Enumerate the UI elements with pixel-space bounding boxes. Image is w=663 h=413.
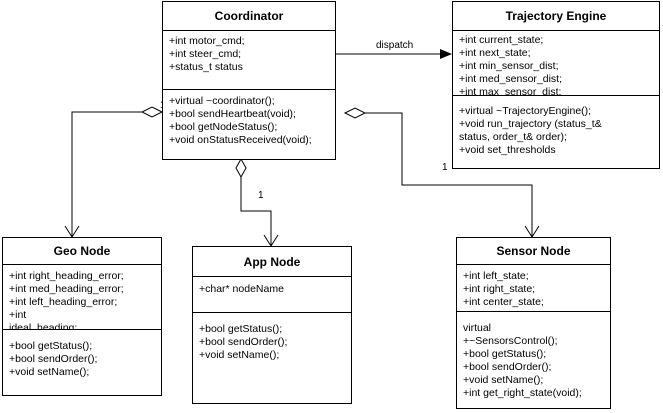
- attribute: +int motor_cmd;: [169, 35, 245, 47]
- class-title: Trajectory Engine: [453, 2, 659, 31]
- attribute: +int left_heading_error;: [9, 296, 118, 308]
- method: +bool sendHeartbeat(void);: [169, 108, 296, 120]
- attribute: +int steer_cmd;: [169, 48, 242, 60]
- method: status, order_t& order);: [459, 131, 567, 143]
- attribute: +int next_state;: [459, 47, 531, 59]
- attribute: +int: [9, 309, 27, 321]
- method: +void run_trajectory (status_t&: [459, 118, 602, 130]
- methods-section: virtual +~SensorsControl(); +bool getSta…: [457, 312, 610, 402]
- attributes-section: +int left_state; +int right_state; +int …: [457, 265, 610, 312]
- method: +bool getNodeStatus();: [169, 121, 278, 133]
- class-coordinator[interactable]: Coordinator +int motor_cmd; +int steer_c…: [162, 1, 336, 160]
- method: +virtual ~coordinator();: [169, 95, 275, 107]
- multiplicity-app: 1: [258, 190, 264, 201]
- method: +void setName();: [199, 349, 280, 361]
- method: +bool sendOrder();: [463, 361, 552, 373]
- method: virtual: [463, 322, 492, 334]
- attribute: +status_t status: [169, 61, 243, 73]
- multiplicity-sensor: 1: [442, 162, 448, 173]
- method: +bool getStatus();: [199, 323, 283, 335]
- method: +bool getStatus();: [9, 340, 93, 352]
- method: +int get_right_state(void);: [463, 387, 582, 399]
- app-aggregation-diamond: [235, 157, 247, 179]
- attribute: +int right_heading_error;: [9, 270, 124, 282]
- attribute: +int center_state;: [463, 296, 544, 308]
- attribute: +int max_sensor_dist;: [459, 86, 562, 96]
- attribute: +int min_sensor_dist;: [459, 60, 559, 72]
- sensor-aggregation-diamond: [343, 107, 367, 119]
- method: +bool sendOrder();: [9, 353, 98, 365]
- attribute: +int med_heading_error;: [9, 283, 124, 295]
- geo-aggregation-line: [71, 111, 142, 236]
- class-sensor-node[interactable]: Sensor Node +int left_state; +int right_…: [456, 237, 611, 409]
- attributes-section: +int motor_cmd; +int steer_cmd; +status_…: [163, 31, 335, 90]
- class-title: Geo Node: [3, 238, 161, 265]
- attribute: +int current_state;: [459, 34, 544, 46]
- attributes-section: +char* nodeName: [193, 277, 351, 313]
- dispatch-arrowhead: [440, 49, 452, 59]
- class-geo-node[interactable]: Geo Node +int right_heading_error; +int …: [2, 237, 162, 396]
- dispatch-label: dispatch: [376, 40, 414, 51]
- class-title: Coordinator: [163, 2, 335, 31]
- attribute: +int left_state;: [463, 270, 529, 282]
- attribute: +char* nodeName: [199, 283, 284, 295]
- app-aggregation-line: [240, 177, 272, 246]
- method: +virtual ~TrajectoryEngine();: [459, 105, 592, 117]
- method: +bool getStatus();: [463, 348, 547, 360]
- geo-aggregation-diamond: [140, 106, 164, 118]
- attribute: +int right_state;: [463, 283, 536, 295]
- class-title: Sensor Node: [457, 238, 610, 265]
- class-title: App Node: [193, 247, 351, 277]
- attributes-section: +int current_state; +int next_state; +in…: [453, 31, 659, 96]
- attribute: ideal_heading;: [9, 322, 78, 330]
- attribute: +int med_sensor_dist;: [459, 73, 563, 85]
- attributes-section: +int right_heading_error; +int med_headi…: [3, 265, 161, 330]
- methods-section: +bool getStatus(); +bool sendOrder(); +v…: [193, 313, 351, 364]
- class-app-node[interactable]: App Node +char* nodeName +bool getStatus…: [192, 246, 352, 404]
- methods-section: +virtual ~coordinator(); +bool sendHeart…: [163, 90, 335, 149]
- class-trajectory-engine[interactable]: Trajectory Engine +int current_state; +i…: [452, 1, 660, 169]
- methods-section: +virtual ~TrajectoryEngine(); +void run_…: [453, 96, 659, 159]
- method: +void setName();: [9, 366, 90, 378]
- method: +void onStatusReceived(void);: [169, 134, 312, 146]
- method: +bool sendOrder();: [199, 336, 288, 348]
- method: +~SensorsControl();: [463, 335, 558, 347]
- sensor-aggregation-line: [365, 112, 533, 237]
- methods-section: +bool getStatus(); +bool sendOrder(); +v…: [3, 330, 161, 381]
- method: +void setName();: [463, 374, 544, 386]
- method: +void set_thresholds: [459, 144, 556, 156]
